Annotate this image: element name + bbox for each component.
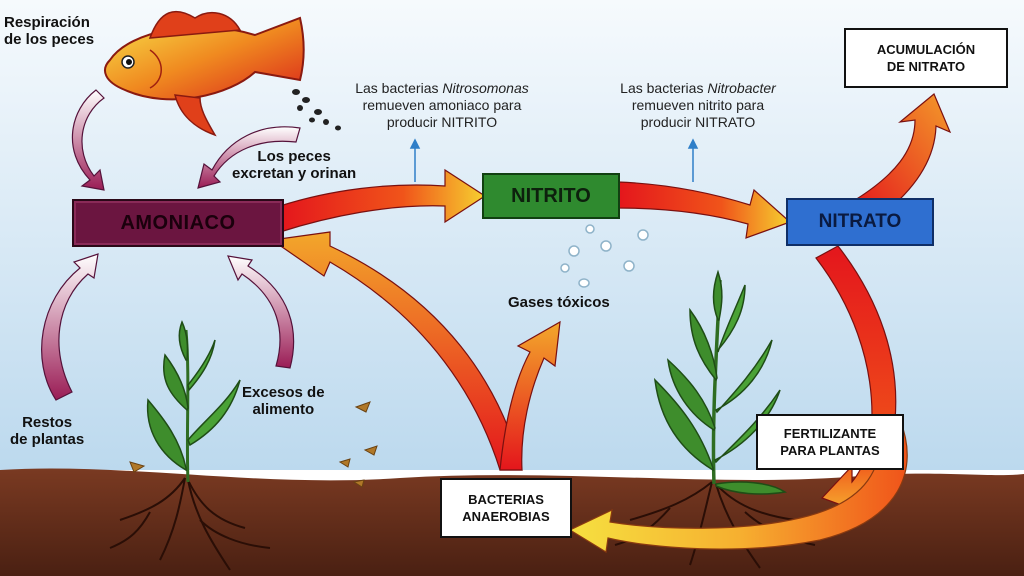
- label-restos-line2: de plantas: [10, 431, 85, 448]
- arrow-nitrato-to-acumulacion: [853, 93, 952, 219]
- food-debris: [129, 401, 378, 488]
- arrow-excesos-to-amoniaco: [227, 255, 295, 369]
- arrow-to-gases-toxicos: [499, 320, 561, 471]
- arrow-excretion-to-amoniaco: [197, 126, 301, 189]
- note-nitrobacter-line1: Las bacterias Nitrobacter: [582, 80, 814, 97]
- node-acumulacion-line1: ACUMULACIÓN: [876, 42, 976, 57]
- plant-right: [653, 269, 788, 495]
- label-respiracion-line2: de los peces: [4, 31, 95, 48]
- note-nitrobacter-line2: remueven nitrito para: [631, 97, 765, 113]
- roots-left: [109, 477, 271, 571]
- arrow-amoniaco-to-nitrito: [279, 168, 487, 233]
- arrow-to-bacterias-anaerobias: [568, 419, 908, 553]
- note-nitrosomonas-species: Nitrosomonas: [442, 80, 529, 96]
- node-amoniaco-label: AMONIACO: [120, 211, 236, 234]
- label-excretan: Los peces excretan y orinan: [232, 148, 356, 182]
- node-fertilizante-line2: PARA PLANTAS: [780, 443, 880, 458]
- arrow-nitrito-to-nitrato: [617, 181, 792, 239]
- node-acumulacion: ACUMULACIÓN DE NITRATO: [844, 28, 1008, 88]
- label-restos-line1: Restos: [22, 414, 73, 431]
- arrow-restos-to-amoniaco: [41, 253, 99, 401]
- note-nitrosomonas-line1: Las bacterias Nitrosomonas: [312, 80, 572, 97]
- note-nitrosomonas: Las bacterias Nitrosomonas remueven amon…: [312, 80, 572, 131]
- label-excesos-line2: alimento: [252, 401, 315, 418]
- note-nitrosomonas-line3: producir NITRITO: [386, 114, 498, 130]
- node-nitrito-label: NITRITO: [511, 184, 591, 207]
- fish-illustration: [104, 10, 305, 137]
- label-gases-text: Gases tóxicos: [508, 294, 610, 311]
- node-nitrato: NITRATO: [786, 198, 934, 246]
- bubbles: [560, 224, 649, 288]
- arrow-respiracion-to-amoniaco: [71, 89, 105, 191]
- node-acumulacion-line2: DE NITRATO: [886, 59, 966, 74]
- label-excretan-line1: Los peces: [257, 148, 331, 165]
- arrow-bacterias-to-amoniaco: [270, 231, 523, 471]
- node-nitrito: NITRITO: [482, 173, 620, 219]
- label-respiracion-line1: Respiración: [4, 14, 90, 31]
- label-excesos-line1: Excesos de: [242, 384, 325, 401]
- label-restos: Restos de plantas: [10, 414, 84, 448]
- node-bacterias-line1: BACTERIAS: [468, 492, 544, 507]
- note-nitrobacter-species: Nitrobacter: [707, 80, 776, 96]
- label-gases: Gases tóxicos: [508, 294, 610, 311]
- node-fertilizante-line1: FERTILIZANTE: [783, 426, 877, 441]
- note-nitrobacter-line3: producir NITRATO: [640, 114, 756, 130]
- node-fertilizante: FERTILIZANTE PARA PLANTAS: [756, 414, 904, 470]
- node-amoniaco: AMONIACO: [72, 199, 284, 247]
- node-bacterias-anaerobias: BACTERIAS ANAEROBIAS: [440, 478, 572, 538]
- label-excretan-line2: excretan y orinan: [232, 165, 357, 182]
- plant-left: [146, 320, 241, 483]
- fish-excretion: [292, 89, 341, 131]
- note-nitrosomonas-line2: remueven amoniaco para: [362, 97, 522, 113]
- label-excesos: Excesos de alimento: [242, 384, 325, 418]
- note-nitrobacter: Las bacterias Nitrobacter remueven nitri…: [582, 80, 814, 131]
- pointer-arrows: [409, 138, 699, 182]
- note-nitrobacter-prefix: Las bacterias: [620, 80, 708, 96]
- node-bacterias-line2: ANAEROBIAS: [462, 509, 550, 524]
- label-respiracion: Respiración de los peces: [4, 14, 94, 48]
- note-nitrosomonas-prefix: Las bacterias: [355, 80, 443, 96]
- node-nitrato-label: NITRATO: [818, 211, 902, 232]
